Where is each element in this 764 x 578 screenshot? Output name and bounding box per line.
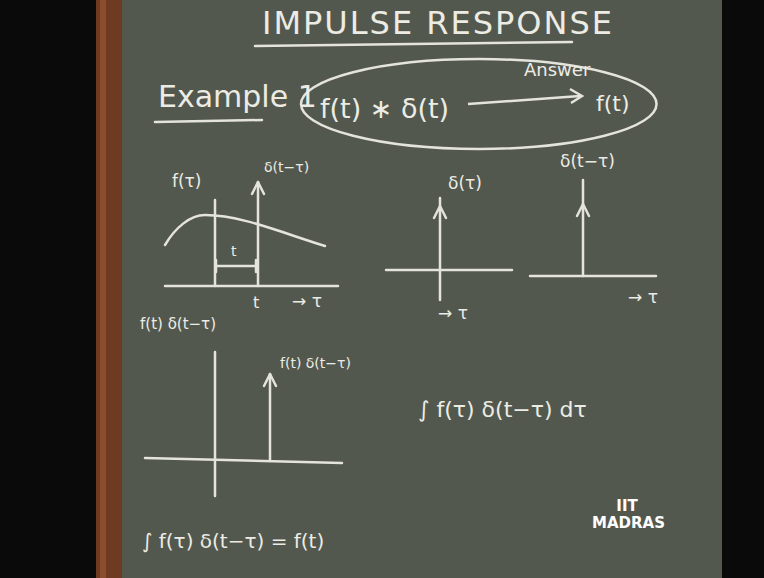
tau-axis — [145, 458, 342, 463]
impulse-head — [434, 206, 446, 218]
axis-tick-label: t — [253, 294, 259, 312]
product-label: f(t) δ(t−τ) — [140, 316, 216, 333]
oval-text: f(t) — [596, 92, 630, 116]
oval-border — [301, 59, 657, 149]
axis-label: → τ — [438, 304, 468, 323]
answer-oval: f(t) ∗ δ(t) Answer f(t) — [298, 56, 660, 152]
f-curve — [165, 215, 325, 246]
title-underline — [255, 42, 572, 46]
result-arrow-head — [570, 89, 582, 103]
watermark: IIT MADRAS — [592, 498, 662, 531]
tau-axis — [530, 275, 656, 278]
example-underline — [155, 120, 262, 122]
axis-label: f(τ) — [172, 172, 201, 191]
dimension-tick — [215, 260, 218, 272]
impulse — [269, 374, 272, 461]
impulse-label: δ(t−τ) — [264, 160, 309, 175]
dimension-label: t — [231, 244, 237, 259]
tau-axis — [165, 285, 338, 288]
example-heading: Example 1 — [158, 80, 317, 113]
impulse-head — [577, 204, 589, 216]
oval-text: f(t) ∗ δ(t) — [320, 94, 449, 124]
result-arrow — [468, 96, 580, 104]
impulse — [439, 198, 442, 300]
impulse-label: δ(t−τ) — [560, 152, 615, 171]
impulse-label: f(t) δ(t−τ) — [280, 356, 351, 371]
chalkboard — [120, 0, 722, 578]
impulse-label: δ(τ) — [448, 174, 482, 193]
dimension-line — [216, 265, 256, 268]
result-equation: ∫ f(τ) δ(t−τ) = f(t) — [142, 530, 324, 552]
impulse-head — [252, 182, 264, 194]
dimension-tick — [255, 260, 258, 272]
tau-axis — [386, 269, 512, 272]
board-title: IMPULSE RESPONSE — [262, 6, 614, 41]
wooden-frame — [96, 0, 122, 578]
impulse-head — [264, 374, 276, 386]
axis-label: → τ — [628, 288, 658, 307]
impulse — [257, 182, 260, 286]
oval-text: Answer — [524, 60, 590, 80]
impulse — [582, 180, 585, 276]
axis-label: → τ — [292, 292, 322, 311]
integral-expression: ∫ f(τ) δ(t−τ) dτ — [418, 398, 587, 422]
vertical-axis — [214, 352, 217, 496]
wooden-frame-highlight — [100, 0, 106, 578]
vertical-axis — [214, 200, 217, 286]
